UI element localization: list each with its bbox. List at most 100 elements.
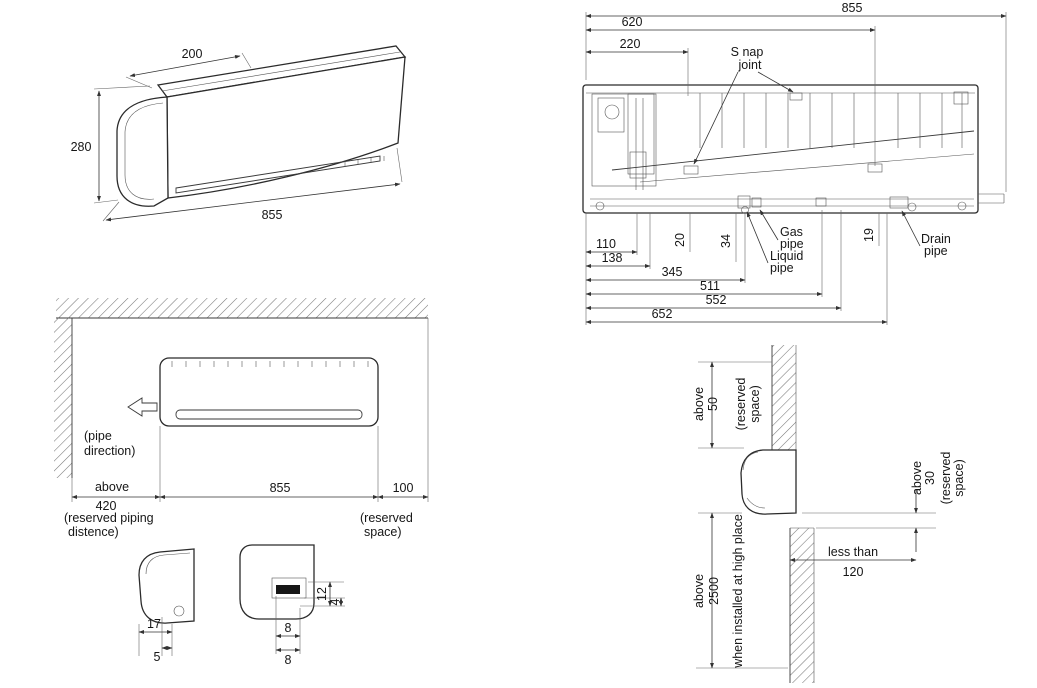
pipe-direction-label-2: direction) [84,444,135,458]
ext-line [102,201,120,222]
dim-100: 100 [393,481,414,495]
side-detail-left: 17 5 [138,548,195,664]
pipe-fittings [595,91,969,214]
dim-19: 19 [862,228,876,242]
dim-855: 855 [842,1,863,15]
dim-30-value: 30 [923,471,937,485]
right-note-1: (reserved [360,511,413,525]
unit-front-louver-ticks [171,361,369,367]
drain-pipe-leader [901,210,921,247]
dim-652: 652 [652,307,673,321]
snap-leader-1 [693,71,739,165]
liquid-pipe-label-2: pipe [770,261,794,275]
dim-511: 511 [700,279,720,293]
electrical-box [591,93,657,190]
drain-pan-edge [639,153,975,183]
heat-exchanger-edge [611,130,975,171]
dim-8b: 8 [285,653,292,667]
drain-pipe-label-2: pipe [924,244,948,258]
dim-120-word: less than [828,545,878,559]
dim-50-value: 50 [706,397,720,411]
unit-side-inner [742,451,759,471]
wall-hatch-left [54,318,72,478]
side-profile-right [239,544,315,620]
dim-855: 855 [270,481,291,495]
mounting-plate-ribs [699,93,963,148]
snap-joint-label-2: joint [738,58,762,72]
side-profile-left [138,548,195,624]
unit-left-cap [116,96,169,207]
dim-420-value: 420 [96,499,117,513]
dim-8a: 8 [285,621,292,635]
dim-2500-word: above [692,574,706,608]
ext-line [396,147,403,183]
unit-body-outline [582,84,979,214]
dim-5: 5 [154,650,161,664]
side-profile-left-inner [145,552,191,575]
unit-side-profile [740,449,797,515]
dim-depth: 200 [182,47,203,61]
dim-138: 138 [602,251,623,265]
dim-line-width [105,182,401,222]
ext-line [93,199,119,204]
drain-port [173,605,185,617]
wall-hatch-top [56,298,428,318]
dim-50-note-2: space) [748,385,762,423]
dim-20: 20 [673,233,687,247]
dim-width: 855 [262,208,283,222]
dim-2500-note: when installed at high place [731,514,745,669]
pipe-direction-arrow [127,397,158,417]
left-note-1: (reserved piping [64,511,154,525]
side-detail-right: 12 4 8 8 [239,544,345,667]
dim-50-note-1: (reserved [734,378,748,431]
perspective-view: 200 280 855 [71,45,407,222]
dim-12: 12 [315,587,329,601]
gas-pipe-leader [759,209,779,241]
dim-2500-value: 2500 [707,577,721,605]
unit-top-seam [161,51,401,92]
right-note-2: space) [364,525,402,539]
dim-120-value: 120 [843,565,864,579]
dim-345: 345 [662,265,683,279]
dim-30-word: above [910,461,924,495]
liquid-pipe-label-1: Liquid [770,249,803,263]
dim-110: 110 [596,237,616,251]
side-clearance-view: above 50 (reserved space) above 30 (rese… [692,345,966,683]
unit-side-outlet [746,497,766,509]
front-clearance-view: (pipe direction) above 420 855 100 (rese… [54,298,429,539]
dim-line-depth [129,54,241,78]
drain-slot-frame [271,577,307,599]
gas-pipe-label-1: Gas [780,225,803,239]
dim-4: 4 [328,598,342,605]
ext-line [241,52,252,69]
gas-pipe-label-2: pipe [780,237,804,251]
snap-clip-top [789,92,803,101]
dim-height: 280 [71,140,92,154]
ext-line [93,85,151,90]
dim-30-note-1: (reserved [939,452,953,505]
dim-17: 17 [147,617,161,631]
drain-hose [978,193,1005,204]
dim-34: 34 [719,234,733,248]
snap-joint-label-1: S nap [731,45,764,59]
rear-view: 855 620 220 S nap joint 20 34 19 Gas pip… [582,1,1007,325]
dim-30-note-2: space) [952,459,966,497]
wall-hatch-upper [772,345,796,450]
left-note-2: distence) [68,525,119,539]
liquid-pipe-leader [746,211,769,264]
snap-clip-left [683,165,699,175]
unit-louver-ticks [344,156,385,167]
dim-420-word: above [95,480,129,494]
pipe-direction-label-1: (pipe [84,429,112,443]
unit-front-outline [159,357,379,427]
dim-220: 220 [620,37,641,51]
drain-pipe-label-1: Drain [921,232,951,246]
dim-620: 620 [622,15,643,29]
snap-leader-2 [757,71,794,93]
dim-552: 552 [706,293,727,307]
dim-50-word: above [692,387,706,421]
wall-hatch-lower [790,528,814,683]
unit-front-outlet [175,409,363,420]
